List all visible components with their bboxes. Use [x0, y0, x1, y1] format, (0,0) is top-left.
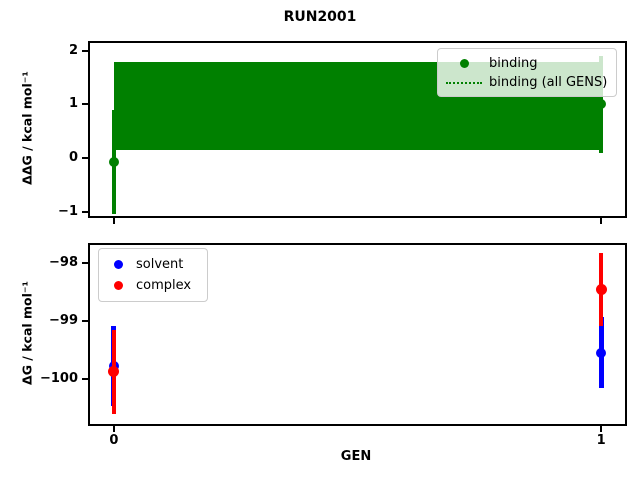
legend-item-binding: binding [445, 54, 609, 73]
data-point-solvent-gen1 [596, 347, 607, 358]
y-tick [82, 377, 88, 380]
y-tick-label: 1 [68, 96, 78, 112]
figure-title: RUN2001 [283, 9, 357, 25]
y-tick-label: −99 [49, 312, 78, 328]
data-point-binding-gen1 [596, 99, 607, 110]
y-tick-label: 0 [68, 149, 78, 165]
dotted-line-icon [446, 81, 482, 84]
y-tick-label: −1 [58, 203, 78, 219]
x-tick-label: 1 [596, 433, 606, 448]
legend-item-binding-all-gens: binding (all GENS) [445, 73, 609, 92]
x-tick [600, 218, 603, 224]
legend-symbol-cell [106, 260, 130, 269]
x-tick [112, 218, 115, 224]
legend-symbol-cell [445, 81, 483, 84]
binding-marker-icon [459, 59, 469, 68]
legend-symbol-cell [106, 281, 130, 290]
x-tick [112, 426, 115, 432]
solvent-marker-icon [113, 260, 123, 269]
complex-marker-icon [113, 281, 123, 290]
data-point-complex-gen0 [108, 366, 120, 378]
legend-label-solvent: solvent [136, 257, 184, 272]
bottom-plot-axes: solvent complex −98 −99 −100 0 1 [40, 243, 627, 448]
x-tick-label: 0 [109, 433, 119, 448]
y-tick [82, 156, 88, 159]
y-tick-label: 2 [68, 42, 78, 58]
y-tick [82, 103, 88, 106]
legend-label-binding-all-gens: binding (all GENS) [489, 75, 608, 90]
legend-label-complex: complex [136, 278, 192, 293]
legend-symbol-cell [445, 59, 483, 68]
legend-label-binding: binding [489, 56, 538, 71]
x-axis-label: GEN [340, 449, 372, 464]
x-tick [600, 426, 603, 432]
y-tick-label: −100 [39, 370, 78, 386]
y-tick [82, 210, 88, 213]
data-point-complex-gen1 [595, 283, 607, 295]
top-legend: binding binding (all GENS) [437, 48, 617, 97]
legend-item-solvent: solvent [106, 254, 200, 275]
y-tick [82, 319, 88, 322]
top-plot-axes: binding binding (all GENS) 2 1 0 −1 [58, 41, 627, 224]
y-tick-label: −98 [49, 255, 78, 271]
legend-item-complex: complex [106, 275, 200, 296]
top-y-axis-label: ΔΔG / kcal mol⁻¹ [19, 71, 35, 185]
y-tick [82, 49, 88, 52]
bottom-legend: solvent complex [98, 248, 208, 302]
y-tick [82, 262, 88, 265]
data-point-binding-gen0 [108, 156, 119, 167]
